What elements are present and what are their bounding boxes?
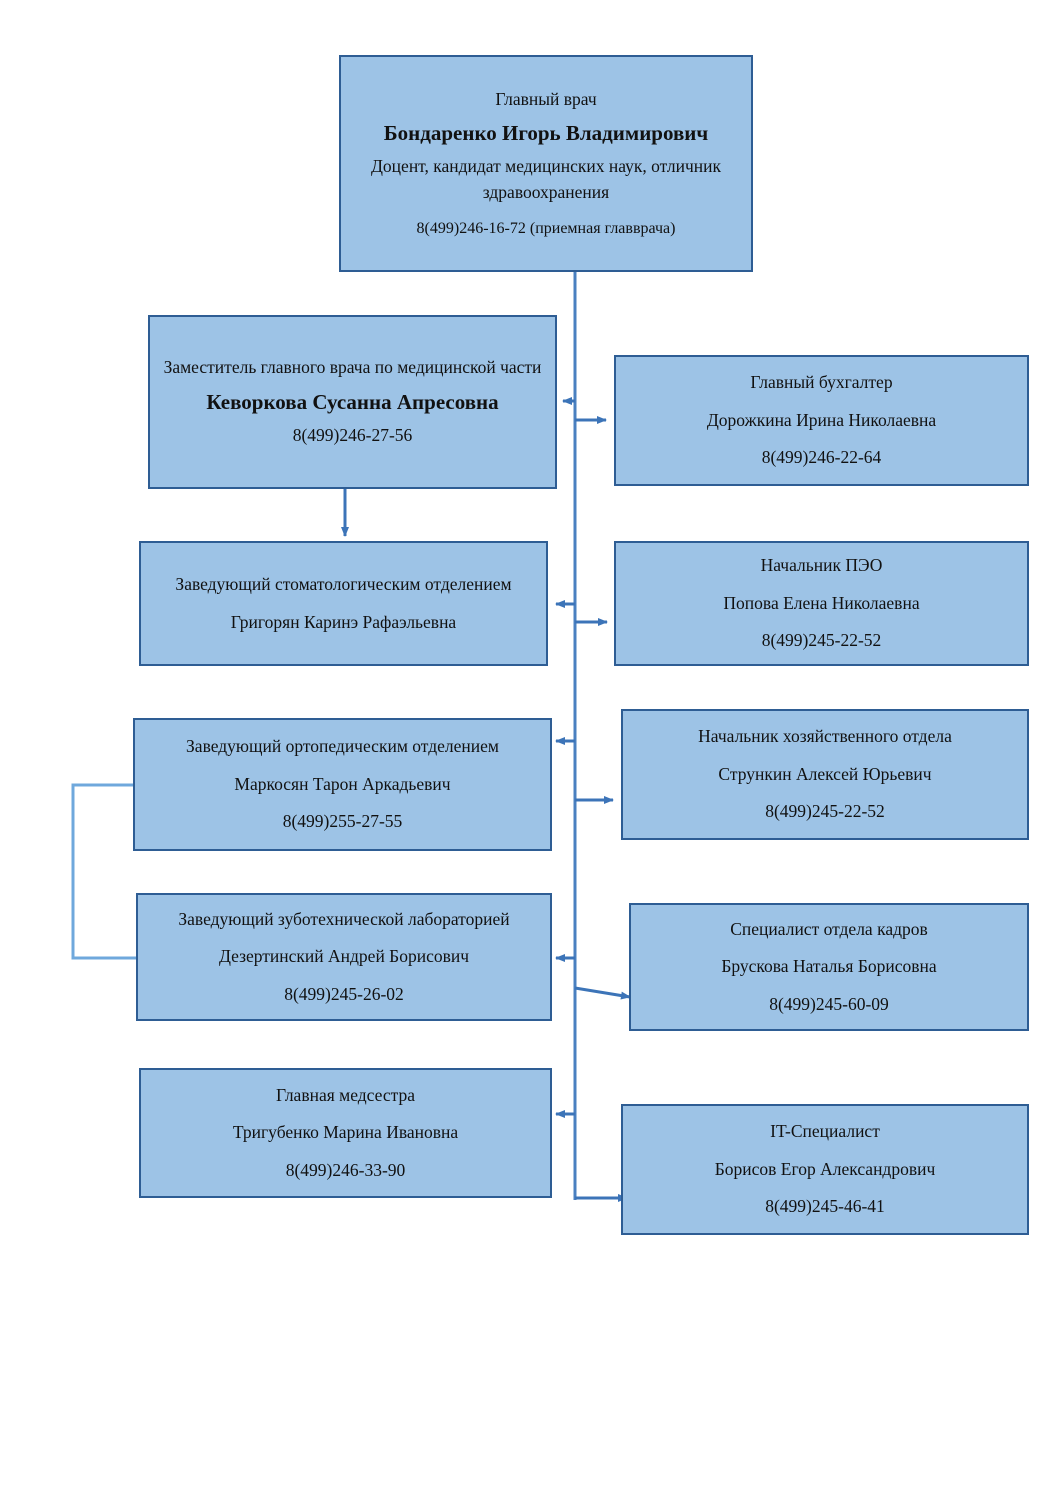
node-hr-specialist[interactable]: Специалист отдела кадров Брускова Наталь…: [629, 903, 1029, 1031]
node-role: Главная медсестра: [276, 1084, 415, 1105]
node-role: Заместитель главного врача по медицинско…: [163, 357, 542, 378]
node-phone: 8(499)246-33-90: [285, 1159, 406, 1180]
node-phone: 8(499)245-22-52: [765, 801, 885, 822]
node-phone: 8(499)245-46-41: [765, 1196, 885, 1217]
node-role: IT-Специалист: [770, 1121, 880, 1142]
node-role: Главный врач: [495, 88, 597, 109]
node-name: Борисов Егор Александрович: [714, 1158, 936, 1179]
node-it-specialist[interactable]: IT-Специалист Борисов Егор Александрович…: [621, 1104, 1029, 1235]
node-name: Тригубенко Марина Ивановна: [232, 1122, 459, 1143]
connector-to-hr-specialist: [574, 986, 631, 1000]
node-name: Попова Елена Николаевна: [723, 592, 920, 613]
node-phone: 8(499)246-27-56: [292, 425, 413, 446]
node-name: Григорян Каринэ Рафаэльевна: [230, 611, 457, 632]
node-head-dental-department[interactable]: Заведующий стоматологическим отделением …: [139, 541, 548, 666]
node-chief-physician[interactable]: Главный врач Бондаренко Игорь Владимиров…: [339, 55, 753, 272]
node-name: Стрункин Алексей Юрьевич: [718, 763, 932, 784]
node-role: Заведующий ортопедическим отделением: [186, 736, 499, 757]
node-name: Кеворкова Сусанна Апресовна: [206, 389, 499, 414]
node-role: Начальник хозяйственного отдела: [698, 726, 952, 747]
node-phone: 8(499)246-22-64: [761, 447, 882, 468]
node-role: Заведующий зуботехнической лабораторией: [178, 908, 510, 929]
node-head-peo[interactable]: Начальник ПЭО Попова Елена Николаевна 8(…: [614, 541, 1029, 666]
node-name: Бондаренко Игорь Владимирович: [383, 121, 709, 146]
node-phone: 8(499)245-22-52: [761, 630, 882, 651]
node-role: Заведующий стоматологическим отделением: [175, 574, 512, 595]
node-chief-accountant[interactable]: Главный бухгалтер Дорожкина Ирина Никола…: [614, 355, 1029, 486]
node-name: Брускова Наталья Борисовна: [721, 956, 937, 977]
node-head-nurse[interactable]: Главная медсестра Тригубенко Марина Иван…: [139, 1068, 552, 1198]
node-phone: 8(499)245-60-09: [769, 993, 889, 1014]
node-head-economic-department[interactable]: Начальник хозяйственного отдела Стрункин…: [621, 709, 1029, 840]
node-head-orthopedic-department[interactable]: Заведующий ортопедическим отделением Мар…: [133, 718, 552, 851]
node-deputy-chief-medical[interactable]: Заместитель главного врача по медицинско…: [148, 315, 557, 489]
node-head-dental-lab[interactable]: Заведующий зуботехнической лабораторией …: [136, 893, 552, 1021]
node-name: Дорожкина Ирина Николаевна: [706, 409, 937, 430]
node-name: Дезертинский Андрей Борисович: [218, 946, 470, 967]
node-role: Главный бухгалтер: [750, 372, 893, 393]
node-phone: 8(499)246-16-72 (приемная главврача): [416, 220, 676, 238]
node-phone: 8(499)255-27-55: [282, 811, 403, 832]
node-credentials: Доцент, кандидат медицинских наук, отлич…: [371, 156, 721, 202]
node-phone: 8(499)245-26-02: [284, 983, 404, 1004]
node-role: Начальник ПЭО: [760, 555, 883, 576]
node-role: Специалист отдела кадров: [730, 918, 928, 939]
node-name: Маркосян Тарон Аркадьевич: [234, 773, 451, 794]
